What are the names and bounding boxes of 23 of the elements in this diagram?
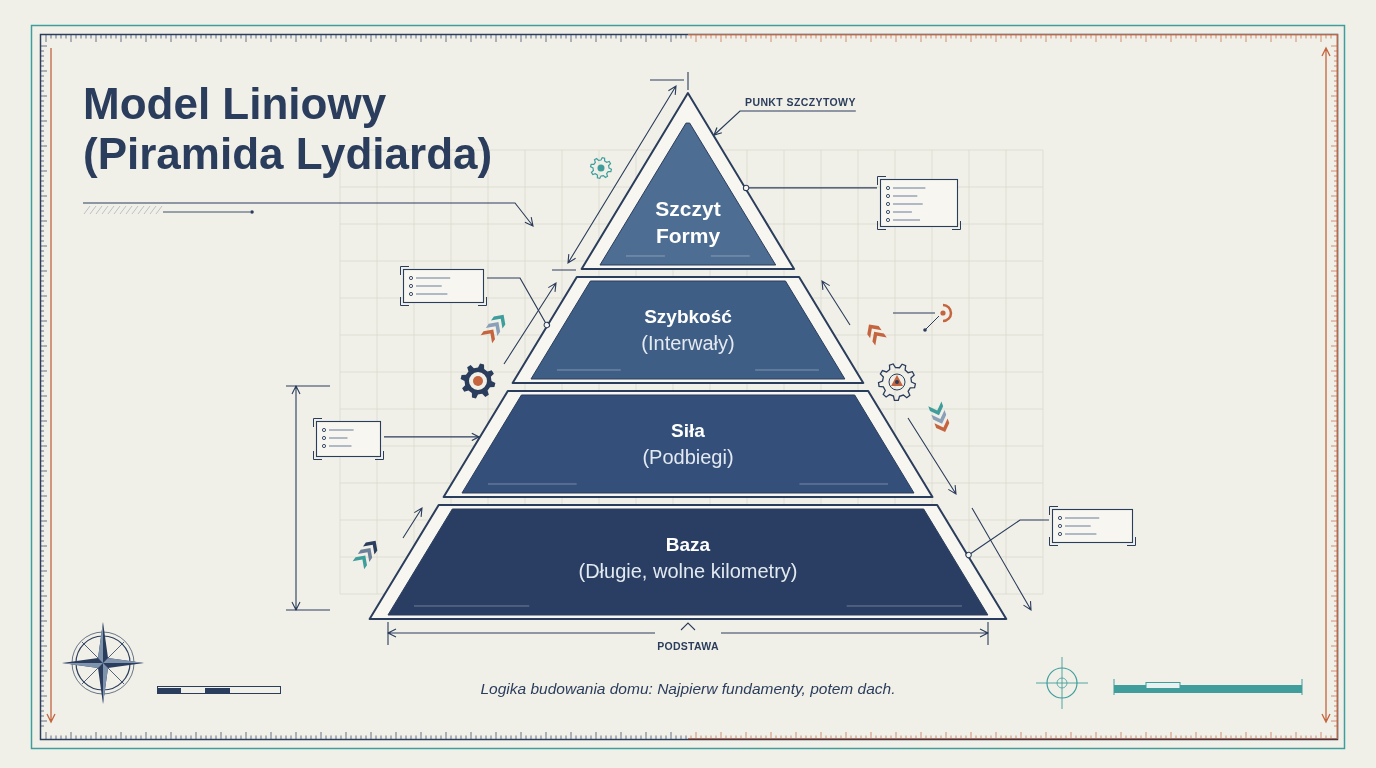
leader-line [383, 432, 480, 442]
tier-subtitle: (Długie, wolne kilometry) [578, 558, 798, 584]
tier-heading: Szybkość [644, 304, 732, 329]
pyramid-tier [368, 504, 1008, 620]
tier-subtitle: (Podbiegi) [642, 444, 734, 470]
note-card [400, 266, 487, 306]
tier-heading: Siła [671, 418, 705, 443]
leader-line [965, 519, 1050, 559]
pyramid-tier [511, 276, 865, 384]
leader-line [713, 110, 857, 136]
note-card [877, 176, 961, 230]
leader-line [742, 184, 878, 192]
callout-label: PUNKT SZCZYTOWY [745, 96, 856, 109]
tier-heading: Szczyt Formy [655, 195, 721, 249]
diagram-caption: Logika budowania domu: Najpierw fundamenty, potem dach. [480, 680, 896, 698]
leader-line [486, 277, 551, 329]
note-card [313, 418, 384, 460]
pyramid-tier [441, 390, 934, 498]
note-card [1049, 506, 1136, 546]
tier-subtitle: (Interwały) [641, 330, 735, 356]
dimension-label: PODSTAWA [657, 640, 719, 652]
tier-heading: Baza [665, 532, 711, 557]
diagram-title: Model Liniowy (Piramida Lydiarda) [83, 79, 494, 179]
